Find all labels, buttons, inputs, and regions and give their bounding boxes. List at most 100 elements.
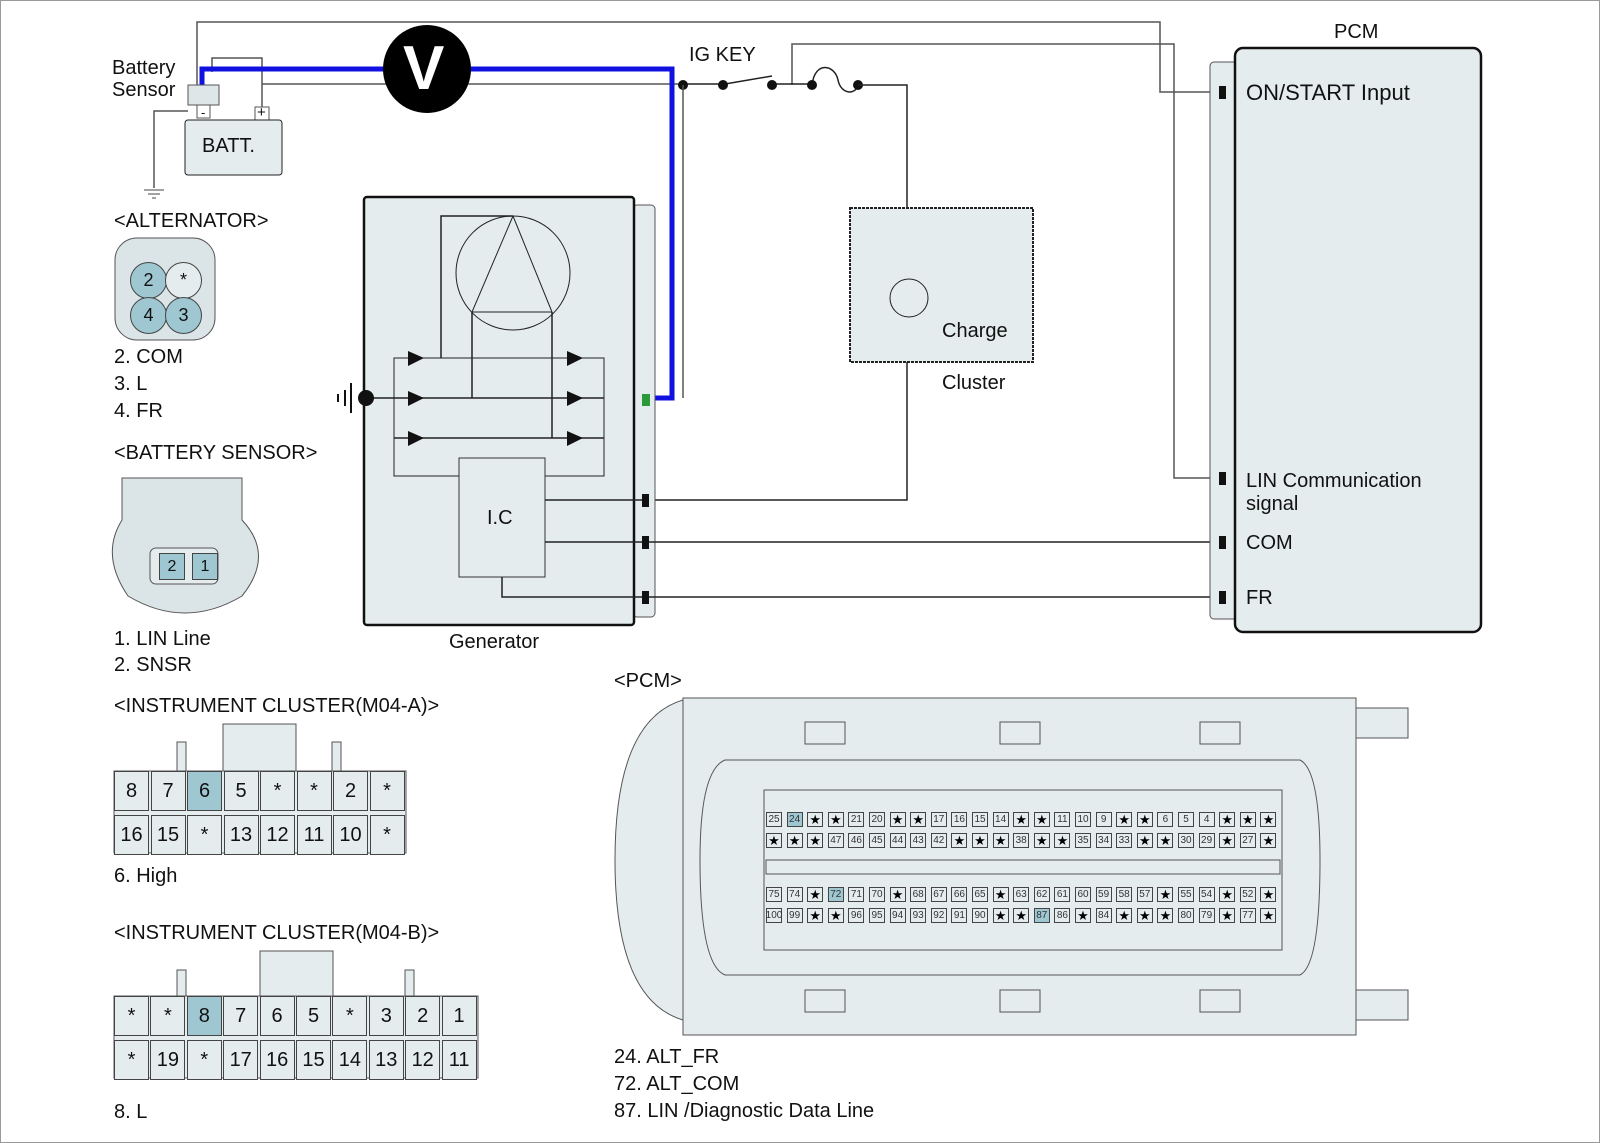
pcm-pin: ★ [1157, 908, 1174, 923]
pcm-pin: 27 [1239, 833, 1256, 848]
pcm-pin: 94 [889, 908, 906, 923]
cluster-a-key [331, 741, 342, 772]
pcm-legend-item: 24. ALT_FR [614, 1046, 720, 1068]
alternator-legend-item: 3. L [114, 373, 148, 395]
pcm-pin: 16 [951, 812, 968, 827]
cluster-a-legend-item: 6. High [114, 865, 178, 887]
pcm-pin: ★ [1219, 908, 1236, 923]
pcm-pin: 17 [930, 812, 947, 827]
cluster-b-pin: 14 [332, 1040, 368, 1080]
pcm-pin: 65 [972, 887, 988, 902]
diode-icon [567, 431, 583, 446]
pcm-latch [804, 721, 846, 745]
cluster-a-pin: 10 [333, 815, 368, 855]
wire-batt-positive [211, 57, 263, 112]
pcm-pin: 59 [1095, 887, 1112, 902]
pcm-latch [999, 989, 1041, 1013]
cluster-b-pin: 8 [186, 996, 222, 1036]
pcm-pin: 90 [972, 908, 988, 923]
pcm-pin: 9 [1095, 812, 1112, 827]
pcm-pin: 75 [766, 887, 782, 902]
generator-terminal-l [642, 494, 649, 507]
pcm-pin-lin: LIN Communication [1246, 470, 1422, 492]
pcm-terminal [1219, 536, 1226, 549]
pcm-pin: ★ [1239, 812, 1256, 827]
pcm-pin: ★ [1157, 833, 1174, 848]
pcm-pin: 100 [765, 908, 783, 923]
pcm-pin: ★ [807, 812, 824, 827]
generator-label: Generator [449, 631, 540, 653]
pcm-pin: ★ [1136, 812, 1153, 827]
battery-sensor-pin: 1 [192, 553, 218, 580]
pcm-pin-fr: FR [1246, 587, 1273, 609]
pcm-pin: 77 [1239, 908, 1256, 923]
cluster-a-pin: * [187, 815, 222, 855]
pcm-center-rib [765, 859, 1281, 875]
cluster-b-pin: * [186, 1040, 222, 1080]
alternator-pin: 3 [165, 297, 202, 334]
pcm-pin: 57 [1136, 887, 1153, 902]
battery-body [184, 119, 283, 176]
pcm-pin: 44 [889, 833, 906, 848]
generator-connector-side [632, 204, 656, 618]
pcm-pin: 61 [1054, 887, 1071, 902]
wire-ground [153, 110, 188, 188]
cluster-b-pin: 17 [223, 1040, 259, 1080]
pcm-pin: 74 [786, 887, 803, 902]
cluster-b-pin: * [332, 996, 368, 1036]
pcm-pin: 52 [1239, 887, 1256, 902]
pcm-pin: 6 [1157, 812, 1174, 827]
pcm-pin: 25 [766, 812, 782, 827]
pcm-pin: 15 [972, 812, 988, 827]
pcm-pin: ★ [807, 908, 824, 923]
delta-winding-icon [471, 215, 553, 313]
battery-sensor-legend-item: 1. LIN Line [114, 628, 211, 650]
pcm-pin: 54 [1198, 887, 1215, 902]
cluster-b-pin: 1 [441, 996, 477, 1036]
generator-b-terminal [642, 394, 650, 406]
generator-box [362, 195, 636, 627]
cluster-a-key [176, 741, 187, 772]
pcm-pin: 38 [1013, 833, 1030, 848]
pcm-pin: 5 [1178, 812, 1194, 827]
pcm-pin: 80 [1178, 908, 1194, 923]
wire-measured-voltage [199, 66, 675, 401]
pcm-legend-item: 87. LIN /Diagnostic Data Line [614, 1100, 875, 1122]
cluster-b-pin: * [114, 1040, 149, 1080]
cluster-a-pin: 2 [333, 771, 368, 811]
ig-key-contact [767, 80, 777, 90]
pcm-pin: ★ [1219, 833, 1236, 848]
ig-key-label: IG KEY [689, 44, 756, 66]
ic-label: I.C [487, 507, 513, 529]
battery-sensor-body [187, 84, 220, 106]
pcm-pin: 20 [869, 812, 885, 827]
pcm-pin: ★ [827, 908, 844, 923]
pcm-pin: 45 [869, 833, 885, 848]
pcm-pin: 30 [1178, 833, 1194, 848]
pcm-pin: 60 [1075, 887, 1091, 902]
cluster-b-pin: 6 [259, 996, 295, 1036]
pcm-pin: 62 [1033, 887, 1050, 902]
pcm-latch [999, 721, 1041, 745]
pcm-pin: ★ [1260, 833, 1277, 848]
cluster-a-pin: 7 [150, 771, 186, 811]
ig-key-contact [718, 80, 728, 90]
pcm-connector-title: <PCM> [614, 670, 682, 692]
pcm-pin: 10 [1075, 812, 1091, 827]
cluster-b-pin: 16 [259, 1040, 295, 1080]
cluster-b-pin: 11 [441, 1040, 477, 1080]
generator-terminal-fr [642, 591, 649, 604]
battery-sensor-legend-item: 2. SNSR [114, 654, 192, 676]
alternator-legend-item: 2. COM [114, 346, 183, 368]
battery-label: BATT. [202, 135, 255, 157]
pcm-pin: ★ [1013, 812, 1030, 827]
battery-sensor-pin: 2 [159, 553, 185, 580]
pcm-pin: ★ [1157, 887, 1174, 902]
cluster-a-pin: * [296, 771, 332, 811]
pcm-connector-lever [614, 699, 684, 1021]
pcm-pin: ★ [1033, 833, 1050, 848]
pcm-pin: ★ [1260, 908, 1277, 923]
charge-label: Charge [942, 320, 1008, 342]
pcm-pin: 79 [1198, 908, 1215, 923]
